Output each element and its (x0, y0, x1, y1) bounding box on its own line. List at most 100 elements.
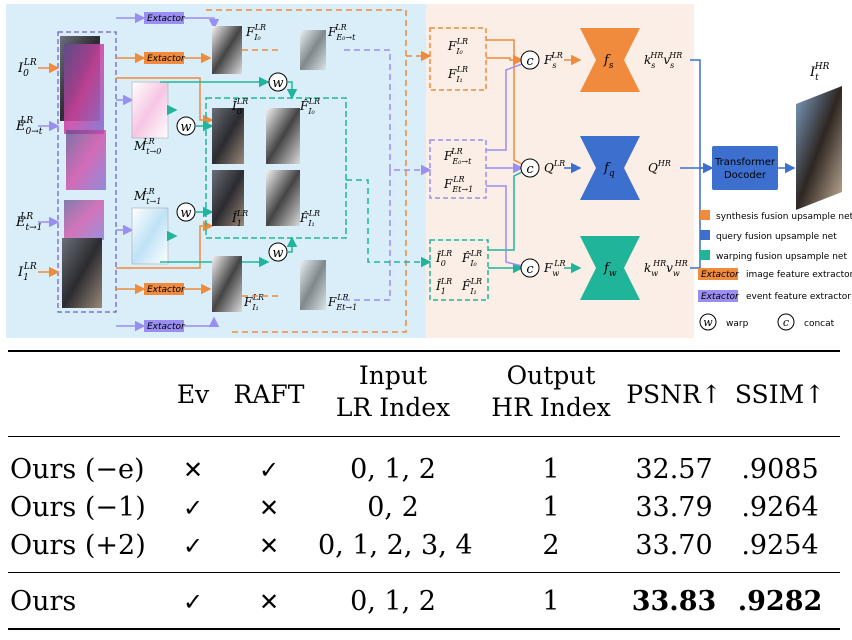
svg-text:c: c (526, 262, 534, 277)
warp-op-1 (176, 116, 196, 136)
feature-label-fi0: FI₀LR (245, 23, 266, 42)
image-extractor-bottom (144, 283, 184, 295)
cell-output: 1 (542, 586, 560, 617)
svg-text:fq: fq (603, 161, 615, 179)
kv-label-w: kwHRvwHR (644, 259, 688, 278)
cell-raft: ✕ (258, 532, 280, 560)
svg-text:Extactor: Extactor (701, 270, 740, 280)
cell-psnr-best: 33.83 (631, 586, 717, 617)
concat-op-warping (520, 258, 540, 278)
svg-text:event feature extractor: event feature extractor (746, 292, 851, 302)
table-row: Ours (+2) ✓ ✕ 0, 1, 2, 3, 4 2 33.70 .925… (0, 526, 852, 566)
cell-raft: ✓ (258, 456, 280, 484)
flow-label-t1: Mt→1LR (133, 187, 161, 206)
feature-label-hat-i0: Î0LR (231, 97, 248, 116)
cell-psnr: 33.70 (635, 530, 713, 561)
svg-text:c: c (526, 54, 534, 69)
output-image (796, 86, 842, 210)
svg-text:Docoder: Docoder (724, 170, 767, 181)
svg-text:Extactor: Extactor (147, 285, 186, 295)
svg-text:fw: fw (603, 261, 617, 279)
cell-method: Ours (+2) (10, 530, 146, 561)
svg-text:Transformer: Transformer (714, 157, 776, 168)
header-output-hr-index: Output HR Index (491, 361, 611, 422)
input-label-i0: I0LR (17, 58, 37, 79)
svg-text:Extactor: Extactor (147, 322, 186, 332)
svg-text:FEt→1LR: FEt→1LR (443, 175, 473, 194)
cell-ev: ✕ (182, 456, 204, 484)
header-input-lr-index: Input LR Index (335, 361, 451, 422)
svg-text:c: c (783, 316, 789, 329)
event-extractor-top (144, 12, 184, 24)
svg-text:c: c (526, 162, 534, 177)
fused-label-s: FsLR (543, 51, 563, 70)
svg-text:query fusion upsample net: query fusion upsample net (716, 232, 837, 242)
net-query (580, 136, 640, 200)
feature-label-hat-fi0: F̂I₀LR (299, 97, 320, 116)
svg-text:Extactor: Extactor (147, 14, 186, 24)
svg-text:Extactor: Extactor (701, 292, 740, 302)
warped-features-box (205, 97, 347, 239)
warped-image-0 (212, 108, 244, 164)
flow-label-t0: Mt→0LR (133, 137, 161, 156)
image-extractor-top (144, 52, 184, 64)
svg-text:warping fusion upsample net: warping fusion upsample net (716, 252, 847, 262)
cell-method: Ours (−e) (10, 454, 145, 485)
warped-image-1 (212, 170, 244, 226)
table-row: Ours ✓ ✕ 0, 1, 2 1 33.83 .9282 (0, 582, 852, 622)
net-warping (580, 236, 640, 300)
right-panel (426, 4, 694, 338)
svg-text:F̂I₀LR: F̂I₀LR (461, 249, 482, 268)
cell-psnr: 33.79 (635, 492, 713, 523)
warp-op-3 (176, 202, 196, 222)
feature-thumb-fi0 (212, 26, 242, 74)
header-raft: RAFT (233, 380, 305, 409)
cell-ssim: .9254 (741, 530, 819, 561)
table-header-row: Ev RAFT Input LR Index Output HR Index P… (0, 360, 852, 430)
cell-ssim: .9264 (741, 492, 819, 523)
cell-output: 1 (542, 492, 560, 523)
feature-label-fi1: FI₁LR (243, 293, 264, 312)
cell-ssim-best: .9282 (737, 586, 823, 617)
svg-text:synthesis fusion upsample net: synthesis fusion upsample net (716, 212, 852, 222)
cell-method: Ours (−1) (10, 492, 146, 523)
cell-ev: ✓ (182, 588, 204, 616)
table-mid-rule (8, 572, 840, 573)
fusion-group-warping (429, 239, 489, 301)
cell-input: 0, 1, 2 (350, 586, 436, 617)
svg-text:fs: fs (603, 53, 614, 71)
kv-label-s: ksHRvsHR (644, 51, 682, 70)
cell-raft: ✕ (258, 588, 280, 616)
fusion-group-synthesis (429, 27, 487, 91)
cell-ev: ✓ (182, 532, 204, 560)
svg-text:FI₁LR: FI₁LR (447, 65, 468, 84)
table-row: Ours (−1) ✓ ✕ 0, 2 1 33.79 .9264 (0, 488, 852, 528)
net-synthesis (580, 28, 640, 92)
cell-psnr: 32.57 (635, 454, 713, 485)
feature-thumb-fe0t (300, 30, 326, 70)
cell-input: 0, 1, 2, 3, 4 (318, 530, 473, 561)
table-row: Ours (−e) ✕ ✓ 0, 1, 2 1 32.57 .9085 (0, 450, 852, 490)
svg-text:Extactor: Extactor (147, 54, 186, 64)
output-label: ItHR (809, 62, 830, 83)
input-label-i1: I1LR (17, 262, 37, 283)
fused-label-q: QLR (544, 159, 565, 175)
fusion-group-query (429, 139, 487, 199)
flow-map-t1 (131, 207, 169, 265)
concat-op-synthesis (520, 50, 540, 70)
cell-ssim: .9085 (741, 454, 819, 485)
svg-text:warp: warp (726, 319, 749, 329)
legend: synthesis fusion upsample net query fusi… (698, 210, 852, 331)
fused-label-w: FwLR (543, 259, 566, 278)
q-label-hr: QHR (648, 159, 671, 175)
feature-label-fet1: FEt→1LR (327, 293, 357, 312)
warp-op-4 (268, 242, 288, 262)
architecture-diagram: I0LR E0→tLR Et→1LR I1LR Extactor Extacto… (6, 4, 852, 338)
input-label-et1: Et→1LR (15, 212, 42, 233)
feature-label-hat-i1: Î1LR (231, 209, 248, 228)
input-label-e0t: E0→tLR (15, 116, 43, 137)
cell-output: 1 (542, 454, 560, 485)
table-bottom-rule (8, 628, 840, 630)
header-psnr: PSNR↑ (626, 380, 722, 409)
svg-text:w: w (703, 316, 713, 329)
